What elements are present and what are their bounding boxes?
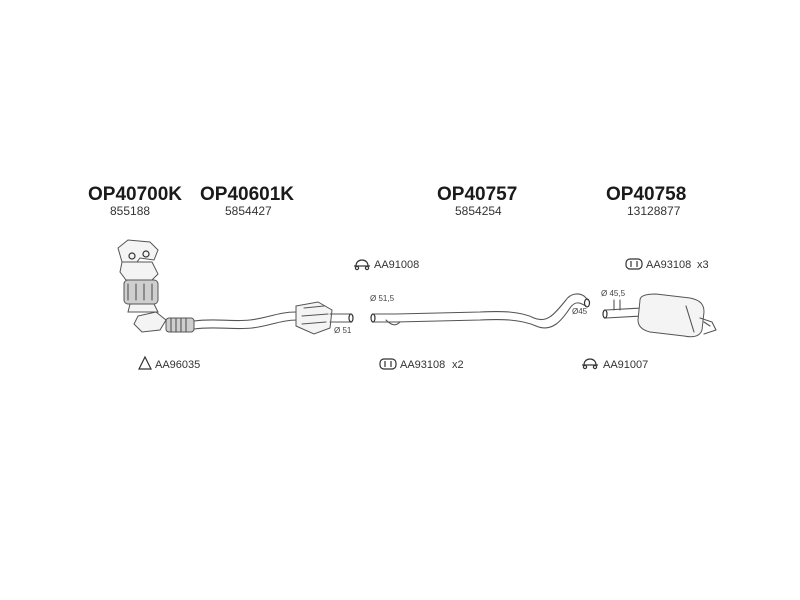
triangle-gasket-icon xyxy=(138,355,152,370)
part-label-group-2: OP40601K 5854427 xyxy=(200,184,294,218)
oem-number: 5854254 xyxy=(455,204,502,218)
rear-silencer-drawing[interactable] xyxy=(602,293,717,338)
manifold-catalyst-drawing[interactable] xyxy=(117,239,159,313)
front-pipe-catalyst-drawing[interactable] xyxy=(133,301,354,335)
accessory-ref: AA91007 xyxy=(603,359,648,371)
accessory-item[interactable]: AA93108 x3 xyxy=(625,258,709,271)
accessory-qty: x2 xyxy=(452,359,464,371)
middle-pipe-drawing[interactable] xyxy=(370,293,591,329)
accessory-item[interactable]: AA96035 xyxy=(138,355,200,371)
accessory-ref: AA93108 xyxy=(400,359,445,371)
accessory-qty: x3 xyxy=(697,259,709,271)
part-code[interactable]: OP40601K xyxy=(200,184,294,205)
oem-number: 13128877 xyxy=(627,204,681,218)
diameter-label: Ø45 xyxy=(572,307,588,316)
part-label-group-3: OP40757 5854254 xyxy=(437,184,517,218)
accessory-ref: AA91008 xyxy=(374,259,419,271)
clamp-icon xyxy=(582,358,598,370)
accessory-ref: AA93108 xyxy=(646,259,691,271)
part-code[interactable]: OP40757 xyxy=(437,184,517,205)
part-code[interactable]: OP40758 xyxy=(606,184,686,205)
gasket-ring-icon xyxy=(379,358,397,370)
part-code[interactable]: OP40700K xyxy=(88,184,182,205)
oem-number: 5854427 xyxy=(225,204,272,218)
gasket-ring-icon xyxy=(625,258,643,270)
diameter-label: Ø 51,5 xyxy=(370,294,395,303)
diameter-label: Ø 45,5 xyxy=(601,289,626,298)
accessory-item[interactable]: AA91007 xyxy=(582,358,648,371)
diameter-label: Ø 51 xyxy=(334,326,352,335)
accessory-item[interactable]: AA93108 x2 xyxy=(379,358,464,371)
oem-number: 855188 xyxy=(110,204,150,218)
clamp-icon xyxy=(354,259,370,271)
part-label-group-4: OP40758 13128877 xyxy=(606,184,686,218)
part-label-group-1: OP40700K 855188 xyxy=(88,184,182,218)
accessory-ref: AA96035 xyxy=(155,359,200,371)
accessory-item[interactable]: AA91008 xyxy=(354,259,419,271)
